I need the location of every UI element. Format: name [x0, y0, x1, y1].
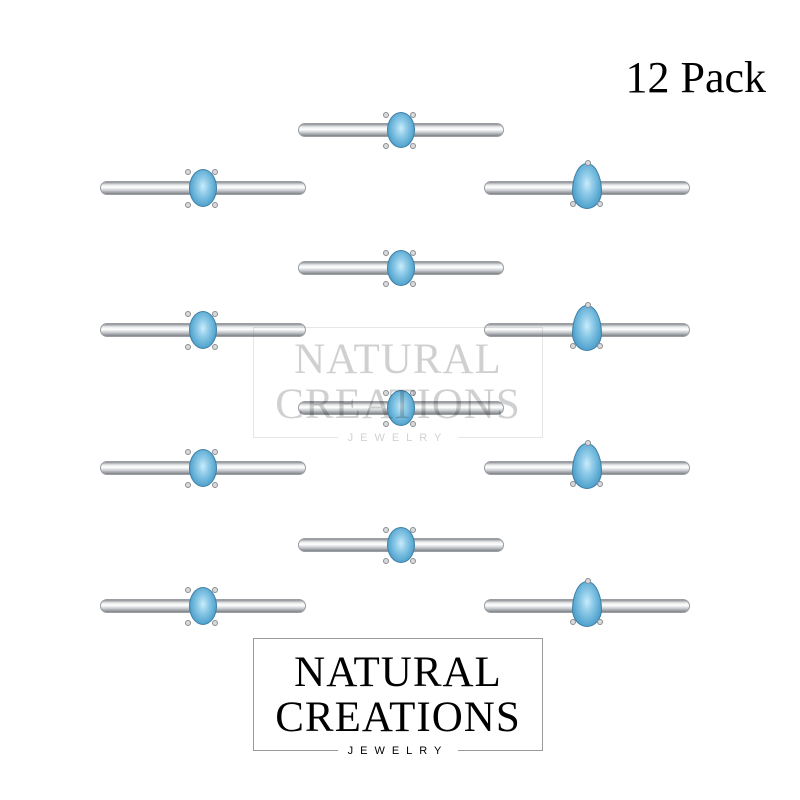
prong [410, 558, 416, 564]
prong [383, 112, 389, 118]
prong [185, 482, 191, 488]
prong [597, 619, 603, 625]
prong [570, 343, 576, 349]
brand-logo: NATURAL CREATIONS JEWELRY [253, 638, 543, 757]
prong [383, 250, 389, 256]
oval-gemstone [189, 169, 217, 207]
prong [570, 201, 576, 207]
prong [383, 390, 389, 396]
prong [410, 250, 416, 256]
watermark-logo: NATURAL CREATIONS JEWELRY [253, 327, 543, 444]
prong [185, 169, 191, 175]
ring [100, 295, 306, 365]
oval-gemstone [387, 527, 415, 563]
logo-line2: CREATIONS [275, 694, 521, 741]
ring [484, 153, 690, 223]
prong [185, 311, 191, 317]
ring [484, 433, 690, 503]
logo-line3: JEWELRY [337, 745, 459, 757]
prong [383, 421, 389, 427]
oval-gemstone [189, 449, 217, 487]
logo-line1: NATURAL [294, 649, 502, 696]
prong [185, 202, 191, 208]
prong [185, 587, 191, 593]
prong [585, 578, 591, 584]
prong [585, 302, 591, 308]
pack-count-label: 12 Pack [625, 53, 766, 102]
ring [298, 95, 504, 165]
ring [484, 295, 690, 365]
prong [585, 160, 591, 166]
prong [212, 449, 218, 455]
prong [212, 202, 218, 208]
ring [100, 433, 306, 503]
prong [410, 112, 416, 118]
ring [298, 510, 504, 580]
oval-gemstone [387, 112, 415, 148]
prong [597, 481, 603, 487]
prong [383, 527, 389, 533]
prong [212, 311, 218, 317]
prong [570, 619, 576, 625]
prong [212, 344, 218, 350]
prong [410, 143, 416, 149]
prong [410, 421, 416, 427]
watermark-line1: NATURAL [294, 336, 502, 383]
prong [597, 201, 603, 207]
prong [185, 449, 191, 455]
prong [410, 281, 416, 287]
ring [484, 571, 690, 641]
oval-gemstone [387, 390, 415, 426]
ring [100, 153, 306, 223]
watermark-line3: JEWELRY [337, 432, 459, 444]
prong [212, 169, 218, 175]
prong [212, 620, 218, 626]
prong [383, 281, 389, 287]
prong [212, 587, 218, 593]
prong [585, 440, 591, 446]
oval-gemstone [189, 311, 217, 349]
prong [383, 558, 389, 564]
ring [100, 571, 306, 641]
prong [185, 344, 191, 350]
watermark-line2: CREATIONS [275, 381, 521, 428]
ring [298, 233, 504, 303]
ring [298, 373, 504, 443]
prong [383, 143, 389, 149]
prong [212, 482, 218, 488]
prong [597, 343, 603, 349]
oval-gemstone [189, 587, 217, 625]
prong [185, 620, 191, 626]
oval-gemstone [387, 250, 415, 286]
prong [410, 390, 416, 396]
prong [570, 481, 576, 487]
prong [410, 527, 416, 533]
